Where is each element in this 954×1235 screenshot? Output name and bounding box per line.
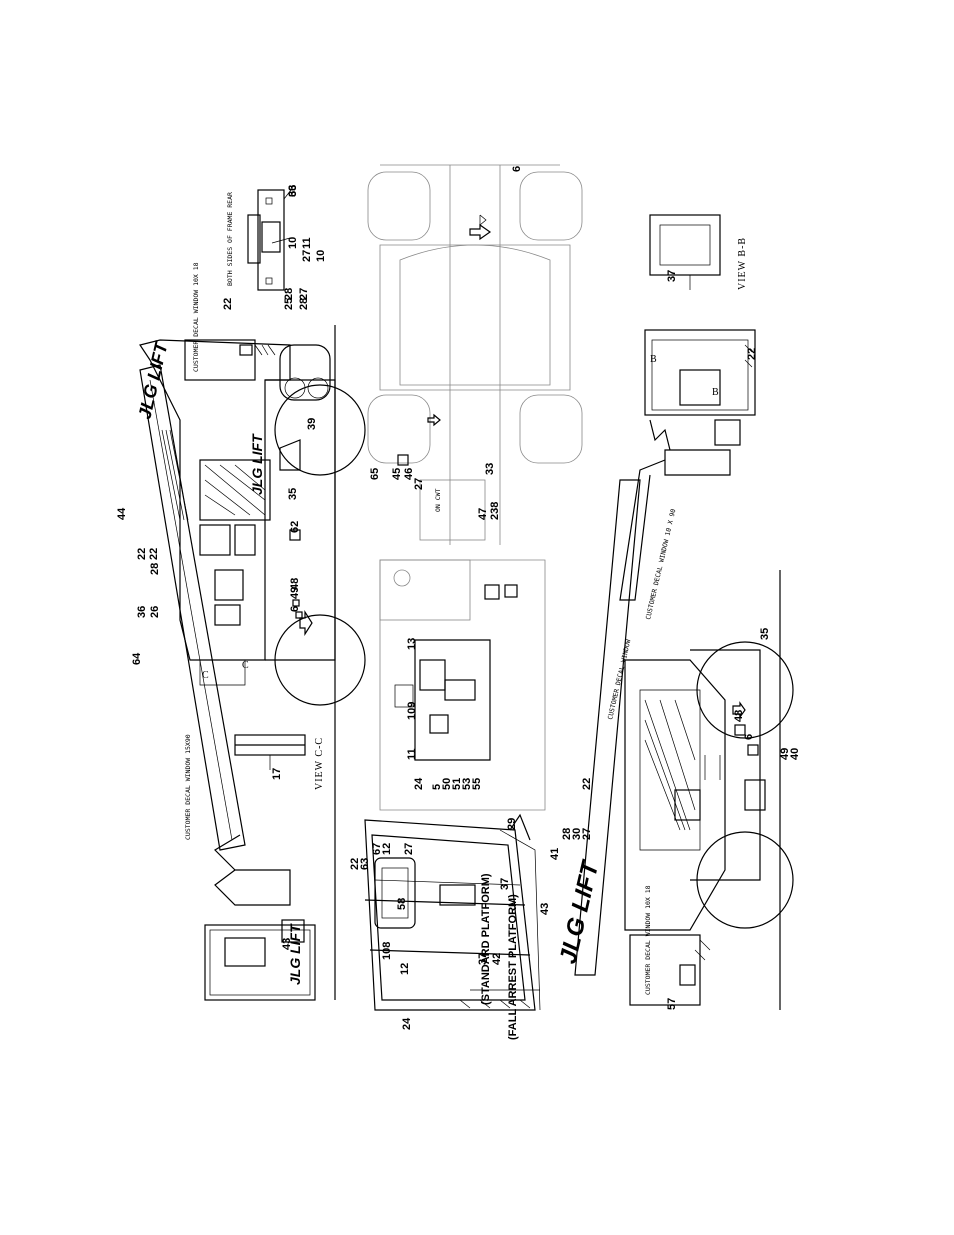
view-bb-label: VIEW B-B <box>737 237 748 290</box>
standard-platform-label: (STANDARD PLATFORM) <box>480 873 492 1005</box>
plan-cwt-note: ON CWT <box>434 488 442 512</box>
callout-number: 49 <box>289 587 301 599</box>
callout-number: 27 <box>403 843 415 855</box>
machine-side-view-top: JLG LIFT JLG LIFT CUSTOMER DECAL WINDOW … <box>134 262 366 1001</box>
callout-number: 27 <box>298 288 310 300</box>
callout-number: 25 <box>283 298 295 310</box>
callout-number: 48 <box>733 710 745 722</box>
callout-number: 238 <box>489 502 501 520</box>
callout-number: 5 <box>431 784 443 790</box>
callout-number: 37 <box>477 953 489 965</box>
callout-number: 37 <box>666 270 678 282</box>
callout-number: 27 <box>301 250 313 262</box>
callout-number: 28 <box>561 828 573 840</box>
callout-number: 29 <box>506 818 518 830</box>
window-note-left: CUSTOMER DECAL WINDOW 10X 18 <box>644 885 652 995</box>
callout-number: 10 <box>287 237 299 249</box>
callout-number: 63 <box>359 858 371 870</box>
callout-number: 33 <box>287 185 299 197</box>
rear-view <box>379 559 546 811</box>
section-c-bottom: C <box>242 660 250 671</box>
callout-number: 22 <box>148 548 160 560</box>
callout-number: 10 <box>315 250 327 262</box>
callout-number: 6 <box>289 606 301 612</box>
callout-number: 28 <box>298 298 310 310</box>
callout-number: 43 <box>539 903 551 915</box>
callout-number: 12 <box>381 843 393 855</box>
callout-number: 67 <box>371 843 383 855</box>
callout-number: 26 <box>149 606 161 618</box>
section-b-mid: B <box>712 387 720 398</box>
platform-brand: JLG LIFT <box>287 923 303 985</box>
callout-number: 35 <box>759 628 771 640</box>
fall-arrest-platform-label: (FALL ARREST PLATFORM) <box>507 894 519 1040</box>
callout-number: 64 <box>131 652 143 665</box>
callout-number: 41 <box>549 848 561 860</box>
callout-number: 28 <box>283 288 295 300</box>
callout-number: 22 <box>581 778 593 790</box>
callout-number: 22 <box>222 298 234 310</box>
callout-number: 35 <box>287 488 299 500</box>
callout-number: 17 <box>271 768 283 780</box>
callout-number: 66 <box>287 185 299 197</box>
callout-number: 37 <box>499 878 511 890</box>
callout-number: 109 <box>406 702 418 720</box>
callout-number: 49 <box>779 748 791 760</box>
callout-number: 44 <box>116 507 128 520</box>
callout-number: 30 <box>571 828 583 840</box>
view-cc-label: VIEW C-C <box>314 737 325 790</box>
callout-number: 58 <box>396 898 408 910</box>
callout-number: 62 <box>289 521 301 533</box>
callout-number: 65 <box>369 468 381 480</box>
callout-number: 43 <box>281 938 293 950</box>
callout-number: 36 <box>136 606 148 618</box>
callout-number: 108 <box>381 942 393 960</box>
callout-number: 51 <box>451 778 463 790</box>
callout-number: 39 <box>306 418 318 430</box>
boom-note-upper: CUSTOMER DECAL WINDOW 15X90 <box>184 734 192 840</box>
callout-number: 42 <box>491 953 503 965</box>
section-c-top: C <box>202 670 210 681</box>
callout-number: 53 <box>461 778 473 790</box>
callout-number: 27 <box>413 478 425 490</box>
platform-detail <box>364 813 541 1011</box>
machine-side-view-bottom: B B CUSTOMER DECAL WINDOW 10 X 90 CUSTOM… <box>555 214 794 1010</box>
callout-number: 6 <box>743 734 755 740</box>
frame-note: BOTH SIDES OF FRAME REAR <box>226 192 234 286</box>
callout-number: 33 <box>484 463 496 475</box>
callout-number: 6 <box>511 166 523 172</box>
callout-number: 11 <box>301 237 313 249</box>
window-note-right: CUSTOMER DECAL WINDOW 10X 18 <box>192 262 200 372</box>
callout-number: 22 <box>349 858 361 870</box>
callout-number: 28 <box>149 563 161 575</box>
callout-number: 46 <box>403 468 415 480</box>
frame-rear-detail: BOTH SIDES OF FRAME REAR <box>226 189 292 291</box>
callout-number: 24 <box>401 1017 413 1030</box>
callout-number: 27 <box>581 828 593 840</box>
turntable-brand: JLG LIFT <box>249 433 265 495</box>
callout-number: 22 <box>746 348 758 360</box>
callout-number: 13 <box>406 638 418 650</box>
boom-window-note: CUSTOMER DECAL WINDOW 10 X 90 <box>644 508 677 620</box>
callout-number: 48 <box>289 578 301 590</box>
callout-number: 57 <box>666 998 678 1010</box>
callout-number: 11 <box>406 748 418 760</box>
boom-brand: JLG LIFT <box>134 338 171 420</box>
callout-number: 47 <box>477 508 489 520</box>
callout-number: 45 <box>391 468 403 480</box>
callout-number: 24 <box>413 777 425 790</box>
callout-number: 40 <box>789 748 801 760</box>
callout-number: 12 <box>399 963 411 975</box>
section-b-top: B <box>650 354 658 365</box>
callout-number: 50 <box>441 778 453 790</box>
callout-number: 55 <box>471 778 483 790</box>
machine-plan-view: ON CWT <box>367 164 583 545</box>
callout-number: 22 <box>136 548 148 560</box>
